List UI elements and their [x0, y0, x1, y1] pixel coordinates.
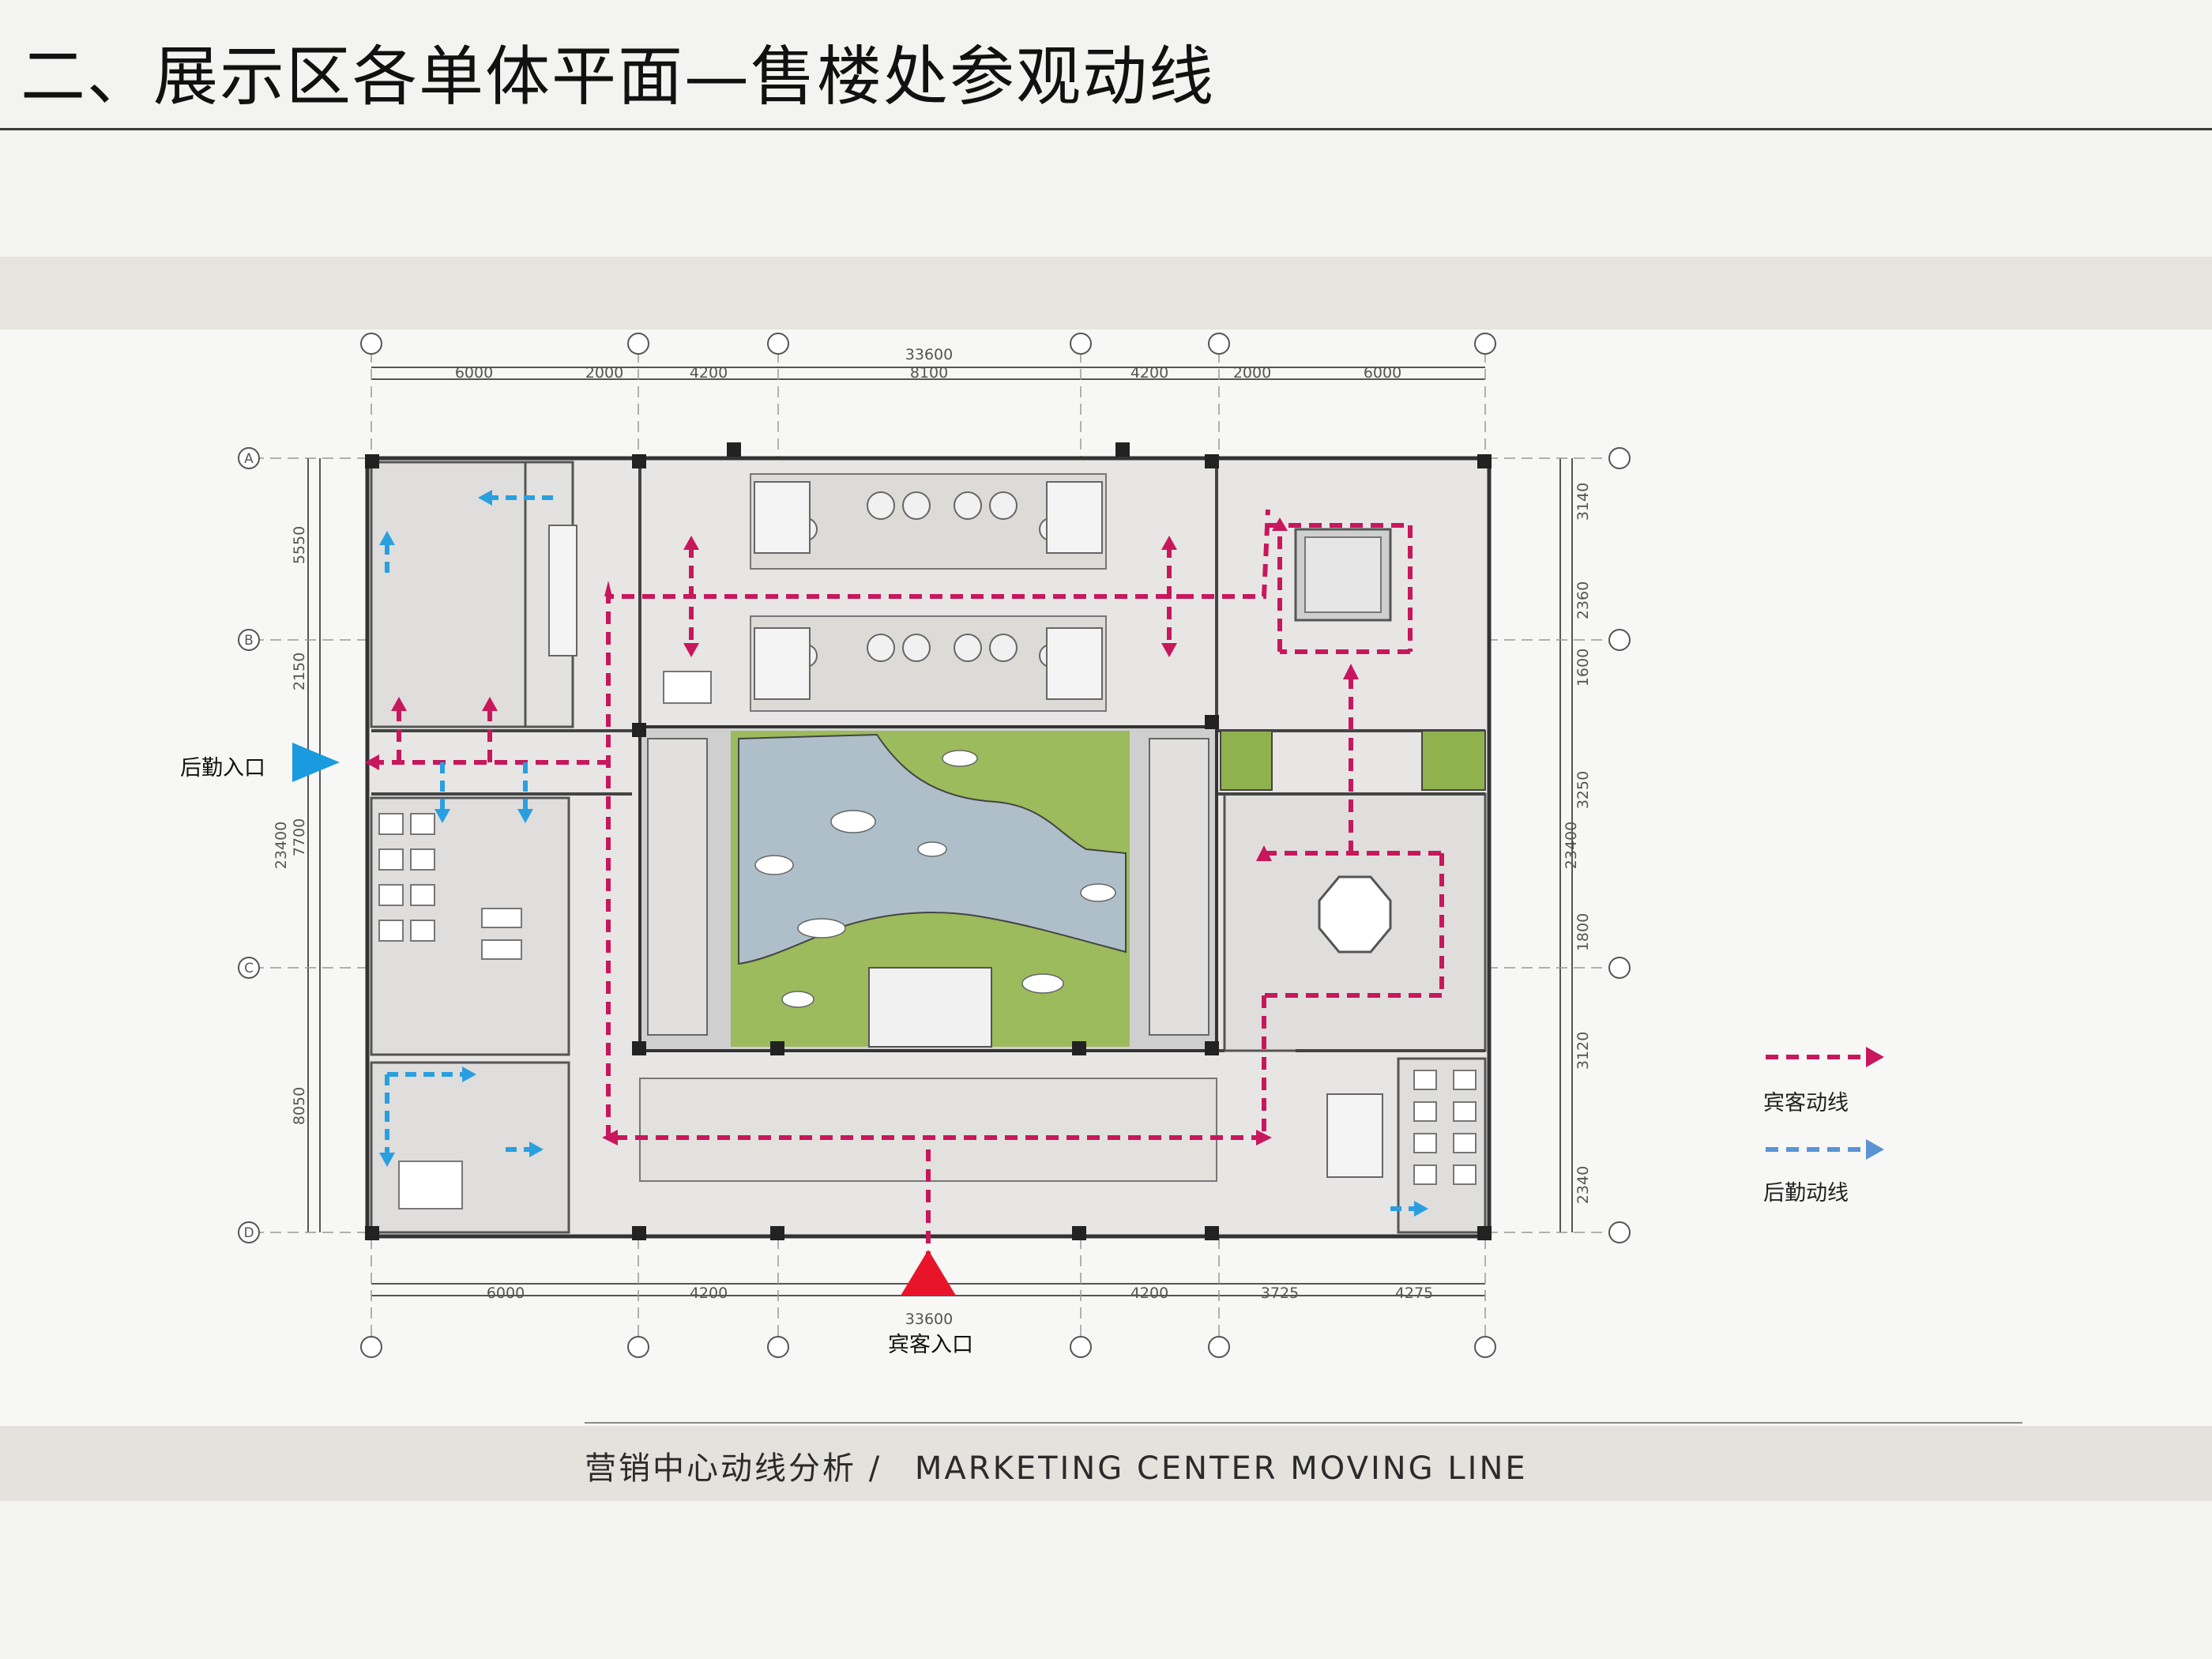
axis-bubble — [1608, 957, 1631, 979]
dim-right-7: 2340 — [1574, 1166, 1592, 1204]
planter-right — [1421, 730, 1486, 791]
dim-top-7: 6000 — [1364, 364, 1401, 382]
footer-caption: 营销中心动线分析 / MARKETING CENTER MOVING LINE — [585, 1443, 1528, 1488]
dim-right-5: 1800 — [1574, 913, 1592, 951]
meeting-table — [398, 1161, 463, 1209]
dim-bottom-3: 4200 — [1130, 1285, 1168, 1302]
room-upper-left — [370, 461, 527, 728]
sand-table — [1318, 875, 1392, 954]
reception-desk-left — [548, 525, 577, 656]
legend-service-label: 后勤动线 — [1763, 1181, 1849, 1206]
axis-bubble — [1208, 333, 1230, 355]
legend — [1766, 1047, 1884, 1160]
dim-bottom-4: 3725 — [1261, 1285, 1299, 1302]
dim-bottom-2: 4200 — [690, 1285, 728, 1302]
dim-right-2: 2360 — [1574, 581, 1592, 619]
axis-bubble — [1608, 629, 1631, 651]
axis-bubble — [238, 1221, 260, 1243]
dim-top-1: 6000 — [455, 364, 493, 382]
dim-left-4: 8050 — [291, 1087, 308, 1125]
dim-bottom-total: 33600 — [905, 1311, 953, 1328]
service-entrance-label: 后勤入口 — [180, 756, 265, 781]
title-divider — [0, 128, 2212, 130]
guest-entrance-marker — [901, 1250, 956, 1296]
courtyard-pavilion — [868, 967, 992, 1048]
footer-band — [0, 1426, 2212, 1501]
legend-service-arrow — [1866, 1139, 1884, 1160]
room-office-left — [370, 796, 570, 1056]
service-entrance-marker — [292, 743, 340, 782]
dim-bottom-5: 4275 — [1395, 1285, 1433, 1302]
footer-divider — [585, 1422, 2022, 1424]
dim-top-2: 2000 — [585, 364, 623, 382]
axis-bubble — [1070, 333, 1092, 355]
dim-bottom-1: 6000 — [487, 1285, 525, 1302]
reception-counter — [663, 671, 712, 704]
dim-left-2: 2150 — [291, 653, 308, 690]
courtyard-corridor-left — [647, 738, 708, 1036]
dim-left-1: 5550 — [291, 526, 308, 564]
model-display — [1304, 536, 1382, 613]
dim-top-total: 33600 — [905, 346, 953, 363]
service-counter — [1326, 1093, 1383, 1178]
courtyard-rocks — [754, 750, 1116, 1008]
courtyard-corridor-right — [1149, 738, 1209, 1036]
dimension-lines — [307, 367, 1573, 1296]
axis-bubble — [1070, 1336, 1092, 1358]
office-desks — [378, 813, 1477, 1185]
legend-guest-arrow — [1866, 1047, 1884, 1067]
axis-bubble — [1474, 1336, 1496, 1358]
dim-right-3: 1600 — [1574, 649, 1592, 687]
footer-caption-cn: 营销中心动线分析 / — [585, 1450, 882, 1487]
dim-top-3: 4200 — [690, 364, 728, 382]
service-flow-arrowheads — [379, 490, 1428, 1217]
grid-axis-c: C — [244, 961, 254, 976]
axis-bubble — [360, 333, 382, 355]
structural-columns — [365, 442, 1492, 1240]
axis-bubble — [238, 629, 260, 651]
entrance-hall — [639, 1078, 1217, 1182]
dim-right-6: 3120 — [1574, 1032, 1592, 1070]
axis-bubble — [627, 1336, 649, 1358]
axis-bubble — [360, 1336, 382, 1358]
axis-bubble — [1208, 1336, 1230, 1358]
dim-right-4: 3250 — [1574, 771, 1592, 809]
axis-bubble — [767, 333, 789, 355]
guest-flow-arrowheads — [365, 517, 1359, 1146]
footer-caption-en: MARKETING CENTER MOVING LINE — [914, 1450, 1528, 1487]
dim-top-5: 4200 — [1130, 364, 1168, 382]
page-title: 二、展示区各单体平面—售楼处参观动线 — [21, 40, 1216, 115]
service-flow-path — [385, 495, 1418, 1211]
header-band — [0, 257, 2212, 329]
grid-axis-a: A — [244, 451, 254, 467]
axis-bubble — [238, 447, 260, 469]
grid-axis-bubbles — [238, 333, 1631, 1358]
axis-bubble — [767, 1336, 789, 1358]
axis-bubble — [1608, 447, 1631, 469]
axis-bubble — [238, 957, 260, 979]
dim-top-6: 2000 — [1233, 364, 1271, 382]
dim-right-1: 3140 — [1574, 483, 1592, 521]
axis-bubble — [1608, 1221, 1631, 1243]
grid-axis-d: D — [243, 1225, 254, 1241]
sofas — [754, 481, 1103, 700]
axis-bubble — [627, 333, 649, 355]
planter-left — [1220, 730, 1273, 791]
axis-bubble — [1474, 333, 1496, 355]
legend-guest-label: 宾客动线 — [1763, 1091, 1849, 1115]
dim-left-total: 23400 — [273, 822, 290, 869]
grid-axis-b: B — [244, 633, 254, 649]
dim-left-3: 7700 — [291, 818, 308, 856]
dim-top-4: 8100 — [910, 364, 948, 382]
dim-right-total: 23400 — [1563, 822, 1580, 869]
guest-entrance-label: 宾客入口 — [888, 1333, 973, 1357]
